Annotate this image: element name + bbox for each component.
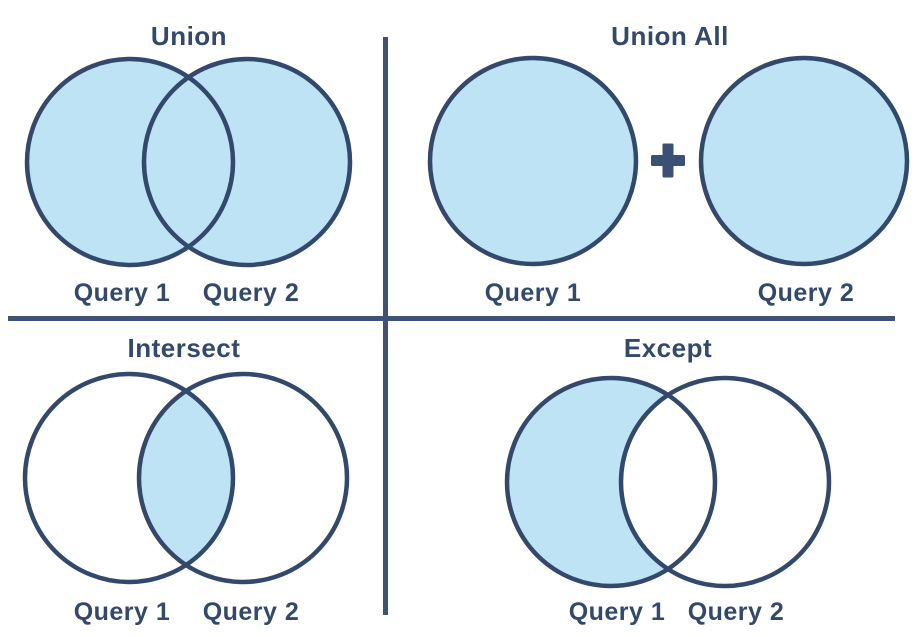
intersect-circle-query2-outline: [136, 371, 350, 585]
except-title: Except: [624, 333, 712, 363]
horizontal-divider: [8, 316, 895, 321]
except-circle-query2-outline: [618, 375, 832, 589]
except-query2-label: Query 2: [688, 598, 785, 626]
plus-icon: [651, 143, 685, 178]
union-query2-label: Query 2: [203, 279, 300, 307]
intersect-quadrant: Intersect Query 1 Query 2: [22, 333, 350, 626]
union-all-quadrant: Union All Query 1 Query 2: [427, 21, 910, 307]
union-title: Union: [151, 21, 227, 51]
union-all-title: Union All: [611, 21, 729, 51]
union-circle-query1-outline: [24, 56, 236, 268]
intersect-circle-query1-outline: [22, 371, 236, 585]
union-all-circle-query1-outline: [427, 55, 639, 267]
vertical-divider: [383, 37, 388, 615]
union-circle-query2-fill: [144, 59, 350, 265]
intersect-title: Intersect: [128, 333, 241, 363]
union-all-circle-query2-outline: [698, 55, 910, 267]
except-circle-query1-outline: [504, 375, 718, 589]
except-quadrant: Except Query 1 Query 2: [504, 333, 832, 626]
except-lens-white-fill: [621, 378, 715, 586]
union-all-query2-label: Query 2: [758, 279, 855, 307]
except-query1-label: Query 1: [569, 598, 666, 626]
union-all-circle-query2-fill: [701, 58, 907, 264]
union-all-circle-query1-fill: [430, 58, 636, 264]
intersect-lens-fill: [139, 374, 233, 582]
union-circle-query2-outline: [141, 56, 353, 268]
union-quadrant: Union Query 1 Query 2: [24, 21, 353, 307]
union-query1-label: Query 1: [74, 279, 171, 307]
intersect-query2-label: Query 2: [203, 598, 300, 626]
plus-icon-vertical-bar: [662, 143, 674, 178]
intersect-query1-label: Query 1: [74, 598, 171, 626]
union-all-query1-label: Query 1: [485, 279, 582, 307]
